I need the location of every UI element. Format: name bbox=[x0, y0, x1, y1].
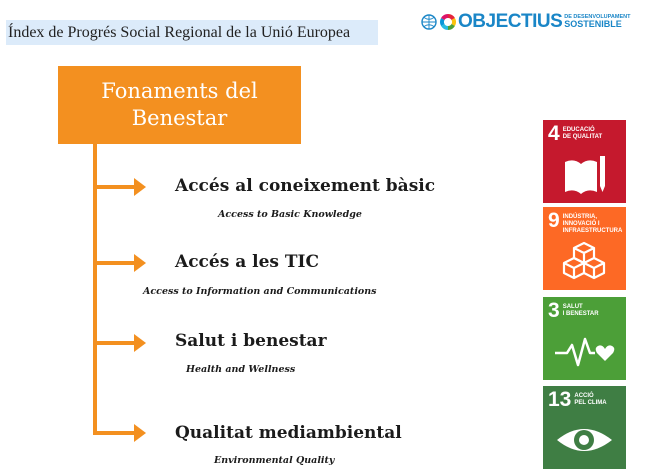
book-pencil-icon bbox=[565, 156, 605, 194]
un-emblem-icon bbox=[421, 14, 437, 30]
item-subtitle: Environmental Quality bbox=[214, 455, 335, 466]
sdg-logo-sub-line2: SOSTENIBLE bbox=[564, 19, 622, 30]
connector-trunk bbox=[93, 143, 97, 435]
goal-label: EDUCACIÓ DE QUALITAT bbox=[562, 127, 603, 140]
sdg-goal-9-tile: 9 INDÚSTRIA, INNOVACIÓ I INFRAESTRUCTURA bbox=[543, 207, 626, 290]
section-header: Fonaments del Benestar bbox=[58, 66, 301, 144]
goal-number: 9 bbox=[548, 209, 560, 232]
goal-number: 3 bbox=[548, 299, 560, 322]
item-subtitle: Access to Information and Communications bbox=[143, 286, 377, 297]
item-title: Accés a les TIC bbox=[175, 252, 320, 272]
sdg-wheel-icon bbox=[440, 14, 456, 30]
item-subtitle: Access to Basic Knowledge bbox=[218, 209, 362, 220]
item-title: Salut i benestar bbox=[175, 331, 327, 351]
cubes-icon bbox=[562, 241, 606, 280]
item-title: Accés al coneixement bàsic bbox=[175, 176, 436, 196]
arrow-right-icon bbox=[134, 424, 146, 442]
arrow-right-icon bbox=[134, 178, 146, 196]
sdg-logo-subtitle: DE DESENVOLUPAMENT SOSTENIBLE bbox=[564, 13, 631, 30]
eye-globe-icon bbox=[557, 429, 612, 451]
goal-label: SALUT I BENESTAR bbox=[562, 304, 599, 317]
arrow-right-icon bbox=[134, 334, 146, 352]
sdg-goal-4-tile: 4 EDUCACIÓ DE QUALITAT bbox=[543, 120, 626, 203]
goal-number: 13 bbox=[548, 388, 572, 411]
connector-branch bbox=[93, 341, 136, 345]
sdg-goal-3-tile: 3 SALUT I BENESTAR bbox=[543, 297, 626, 380]
arrow-right-icon bbox=[134, 254, 146, 272]
sdg-logo: OBJECTIUS DE DESENVOLUPAMENT SOSTENIBLE bbox=[421, 10, 648, 34]
goal-label: INDÚSTRIA, INNOVACIÓ I INFRAESTRUCTURA bbox=[562, 214, 623, 234]
heartbeat-icon bbox=[555, 337, 615, 367]
connector-branch bbox=[93, 431, 136, 435]
goal-number: 4 bbox=[548, 122, 560, 145]
sdg-logo-word: OBJECTIUS bbox=[458, 11, 563, 32]
item-subtitle: Health and Wellness bbox=[186, 364, 296, 375]
section-title-line2: Benestar bbox=[131, 106, 228, 130]
item-title: Qualitat mediambiental bbox=[175, 423, 402, 443]
section-title-line1: Fonaments del bbox=[101, 79, 258, 103]
page-title: Índex de Progrés Social Regional de la U… bbox=[6, 20, 378, 45]
connector-branch bbox=[93, 185, 136, 189]
sdg-goal-13-tile: 13 ACCIÓ PEL CLIMA bbox=[543, 386, 626, 469]
goal-label: ACCIÓ PEL CLIMA bbox=[574, 393, 607, 406]
sdg-logo-sub-line1: DE DESENVOLUPAMENT bbox=[564, 13, 631, 20]
connector-branch bbox=[93, 261, 136, 265]
